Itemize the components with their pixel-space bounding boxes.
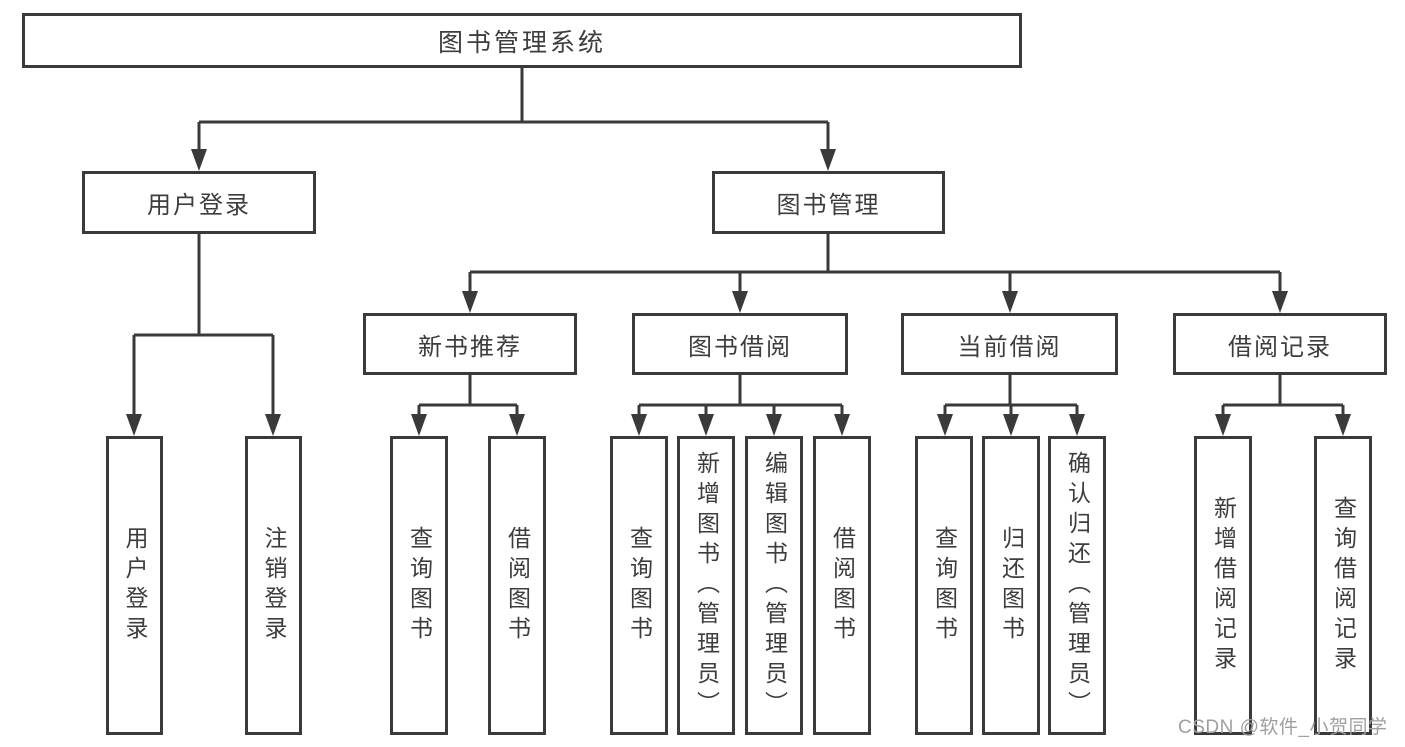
leaf-confirm-return-admin-label: 确认归还（管理员） (1064, 450, 1091, 721)
node-current-borrowing: 当前借阅 (901, 313, 1118, 375)
node-library-system-label: 图书管理系统 (437, 28, 606, 57)
node-new-book-recommend-label: 新书推荐 (418, 333, 522, 361)
node-book-borrowing-label: 图书借阅 (688, 333, 792, 361)
node-library-system: 图书管理系统 (22, 13, 1022, 68)
leaf-query-book-3-label: 查询图书 (931, 525, 958, 646)
leaf-logout-login-label: 注销登录 (261, 525, 287, 646)
leaf-edit-book-admin-label: 编辑图书（管理员） (761, 450, 788, 721)
node-borrowing-records-label: 借阅记录 (1228, 333, 1332, 361)
leaf-query-book-2-label: 查询图书 (626, 525, 653, 646)
leaf-query-book-2: 查询图书 (610, 436, 668, 735)
leaf-add-borrow-record-label: 新增借阅记录 (1210, 495, 1237, 676)
node-book-management-label: 图书管理 (776, 192, 881, 219)
leaf-query-book-3: 查询图书 (915, 436, 973, 735)
node-book-management: 图书管理 (712, 171, 945, 234)
leaf-borrow-book-1: 借阅图书 (488, 436, 546, 735)
leaf-borrow-book-1-label: 借阅图书 (504, 525, 531, 646)
node-borrowing-records: 借阅记录 (1173, 313, 1387, 375)
leaf-query-borrow-record: 查询借阅记录 (1314, 436, 1372, 735)
leaf-add-book-admin: 新增图书（管理员） (677, 436, 735, 735)
csdn-watermark: CSDN @软件_小贺同学 (1178, 717, 1388, 738)
leaf-return-book-label: 归还图书 (998, 525, 1025, 646)
node-current-borrowing-label: 当前借阅 (957, 333, 1062, 361)
leaf-query-book-1: 查询图书 (390, 436, 448, 735)
leaf-borrow-book-2: 借阅图书 (813, 436, 871, 735)
node-new-book-recommend: 新书推荐 (363, 313, 577, 375)
leaf-confirm-return-admin: 确认归还（管理员） (1048, 436, 1106, 735)
node-user-login: 用户登录 (82, 171, 316, 234)
leaf-user-login: 用户登录 (106, 436, 163, 735)
leaf-borrow-book-2-label: 借阅图书 (829, 525, 856, 646)
leaf-logout-login: 注销登录 (245, 436, 302, 735)
leaf-query-borrow-record-label: 查询借阅记录 (1330, 495, 1357, 676)
node-user-login-label: 用户登录 (147, 192, 251, 219)
leaf-query-book-1-label: 查询图书 (406, 525, 433, 646)
leaf-user-login-label: 用户登录 (122, 525, 148, 646)
leaf-return-book: 归还图书 (982, 436, 1040, 735)
leaf-edit-book-admin: 编辑图书（管理员） (745, 436, 803, 735)
leaf-add-borrow-record: 新增借阅记录 (1194, 436, 1252, 735)
node-book-borrowing: 图书借阅 (632, 313, 848, 375)
leaf-add-book-admin-label: 新增图书（管理员） (693, 450, 720, 721)
